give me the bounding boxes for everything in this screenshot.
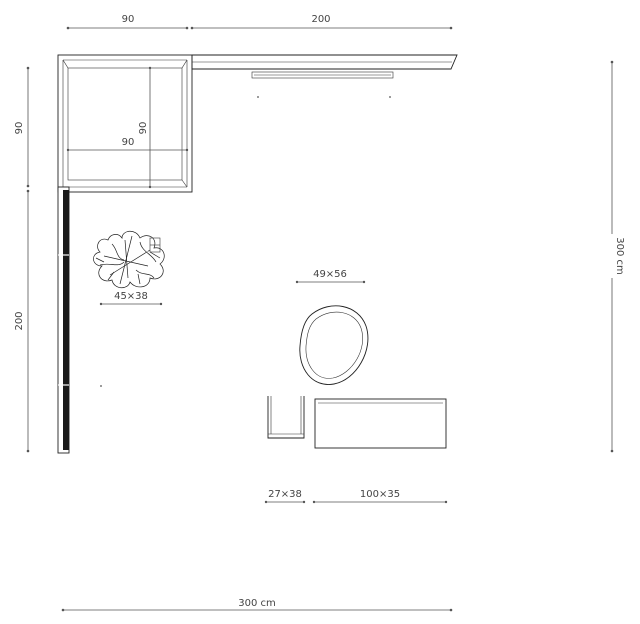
top-wall-segment [191, 54, 458, 98]
bench [314, 398, 447, 449]
left-wall-segment [57, 186, 102, 454]
dimension-bottom-total: 300 cm [61, 598, 453, 612]
dimension-label-top-right: 200 [311, 14, 330, 25]
dimension-pouf: 49×56 [295, 269, 366, 284]
pouf-size-label: 49×56 [313, 269, 347, 280]
dimension-top-left: 90 [66, 14, 189, 30]
dimension-label-right-total: 300 cm [614, 237, 625, 275]
potted-plant [93, 230, 165, 289]
side-table-size-label: 27×38 [268, 489, 302, 500]
dimension-inner-width: 90 [66, 135, 189, 152]
dimension-label-top-left: 90 [122, 14, 135, 25]
corner-seating-module [57, 54, 193, 193]
dimension-bench: 100×35 [312, 489, 448, 504]
dimension-side-table: 27×38 [264, 489, 306, 504]
plant-side-chair [149, 237, 161, 253]
pouf [299, 305, 369, 385]
bench-size-label: 100×35 [360, 489, 400, 500]
dimension-label-inner-height: 90 [138, 122, 149, 135]
side-table [267, 396, 305, 439]
dimension-label-inner-width: 90 [122, 137, 135, 148]
dimension-plant: 45×38 [99, 291, 163, 306]
plant-size-label: 45×38 [114, 291, 148, 302]
dimension-label-bottom-total: 300 cm [238, 598, 276, 609]
dimension-top-right: 200 [190, 14, 453, 30]
dimension-label-left-upper: 90 [14, 122, 25, 135]
dimension-left-upper: 90 [14, 66, 30, 188]
dimension-left-lower: 200 [14, 189, 30, 453]
dimension-label-left-lower: 200 [14, 311, 25, 330]
dimension-right-total: 300 cm [606, 60, 625, 453]
dimension-inner-height: 90 [136, 66, 152, 189]
